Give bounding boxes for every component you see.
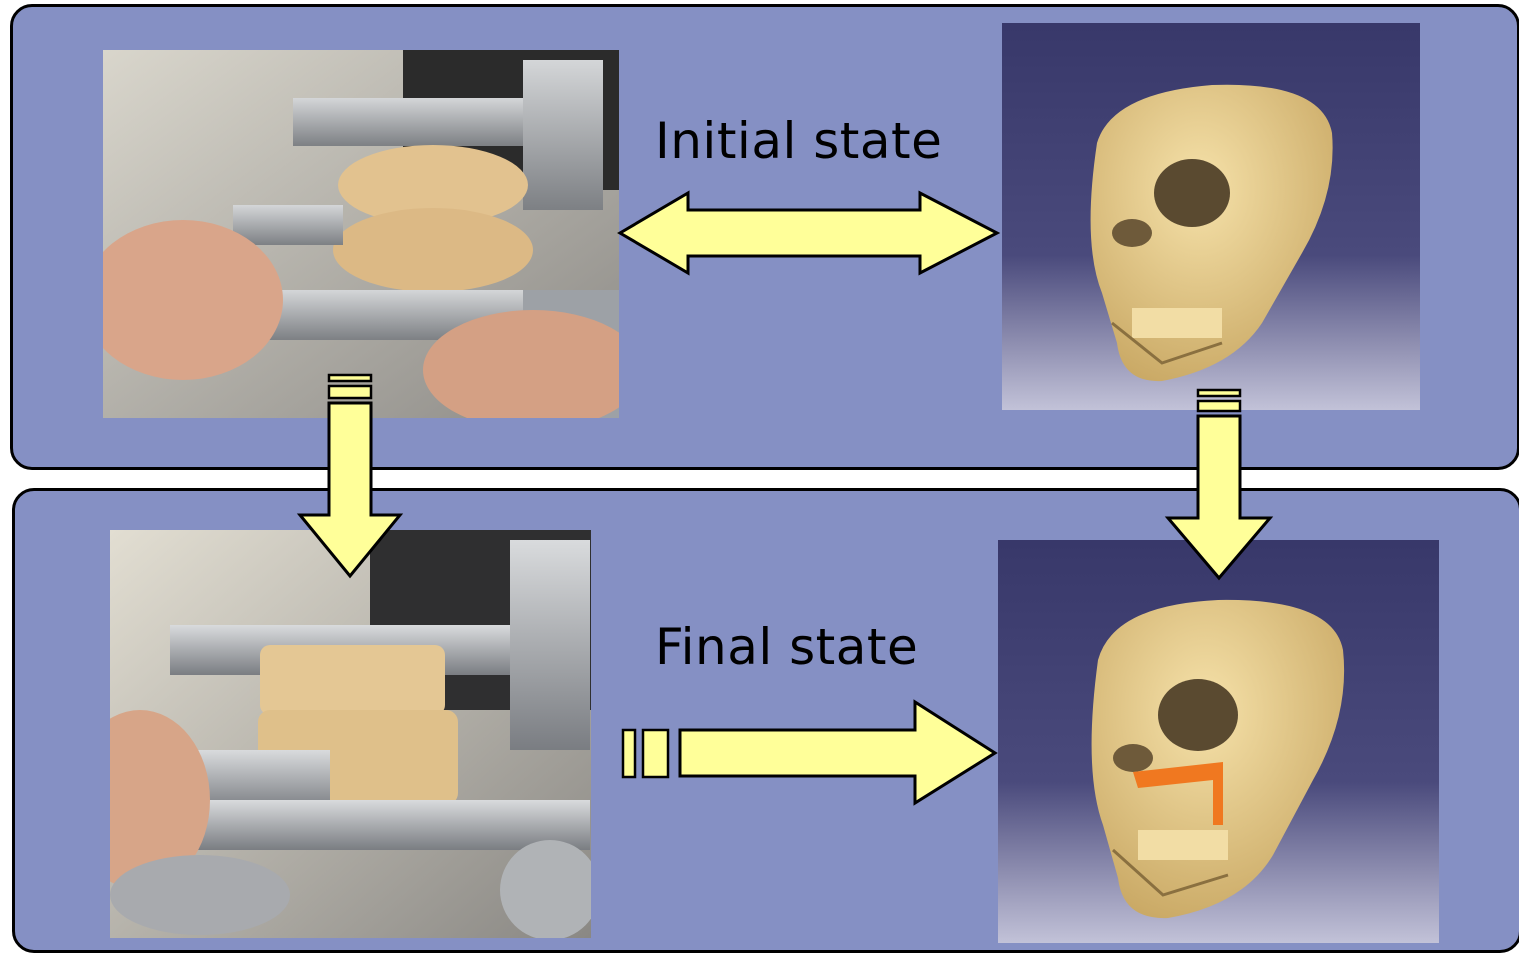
final-state-label: Final state <box>655 618 918 676</box>
initial-state-label: Initial state <box>655 112 942 170</box>
right-arrow <box>623 702 995 803</box>
left-down-arrow <box>300 375 400 576</box>
right-down-arrow <box>1168 390 1270 578</box>
double-arrow <box>620 193 997 273</box>
